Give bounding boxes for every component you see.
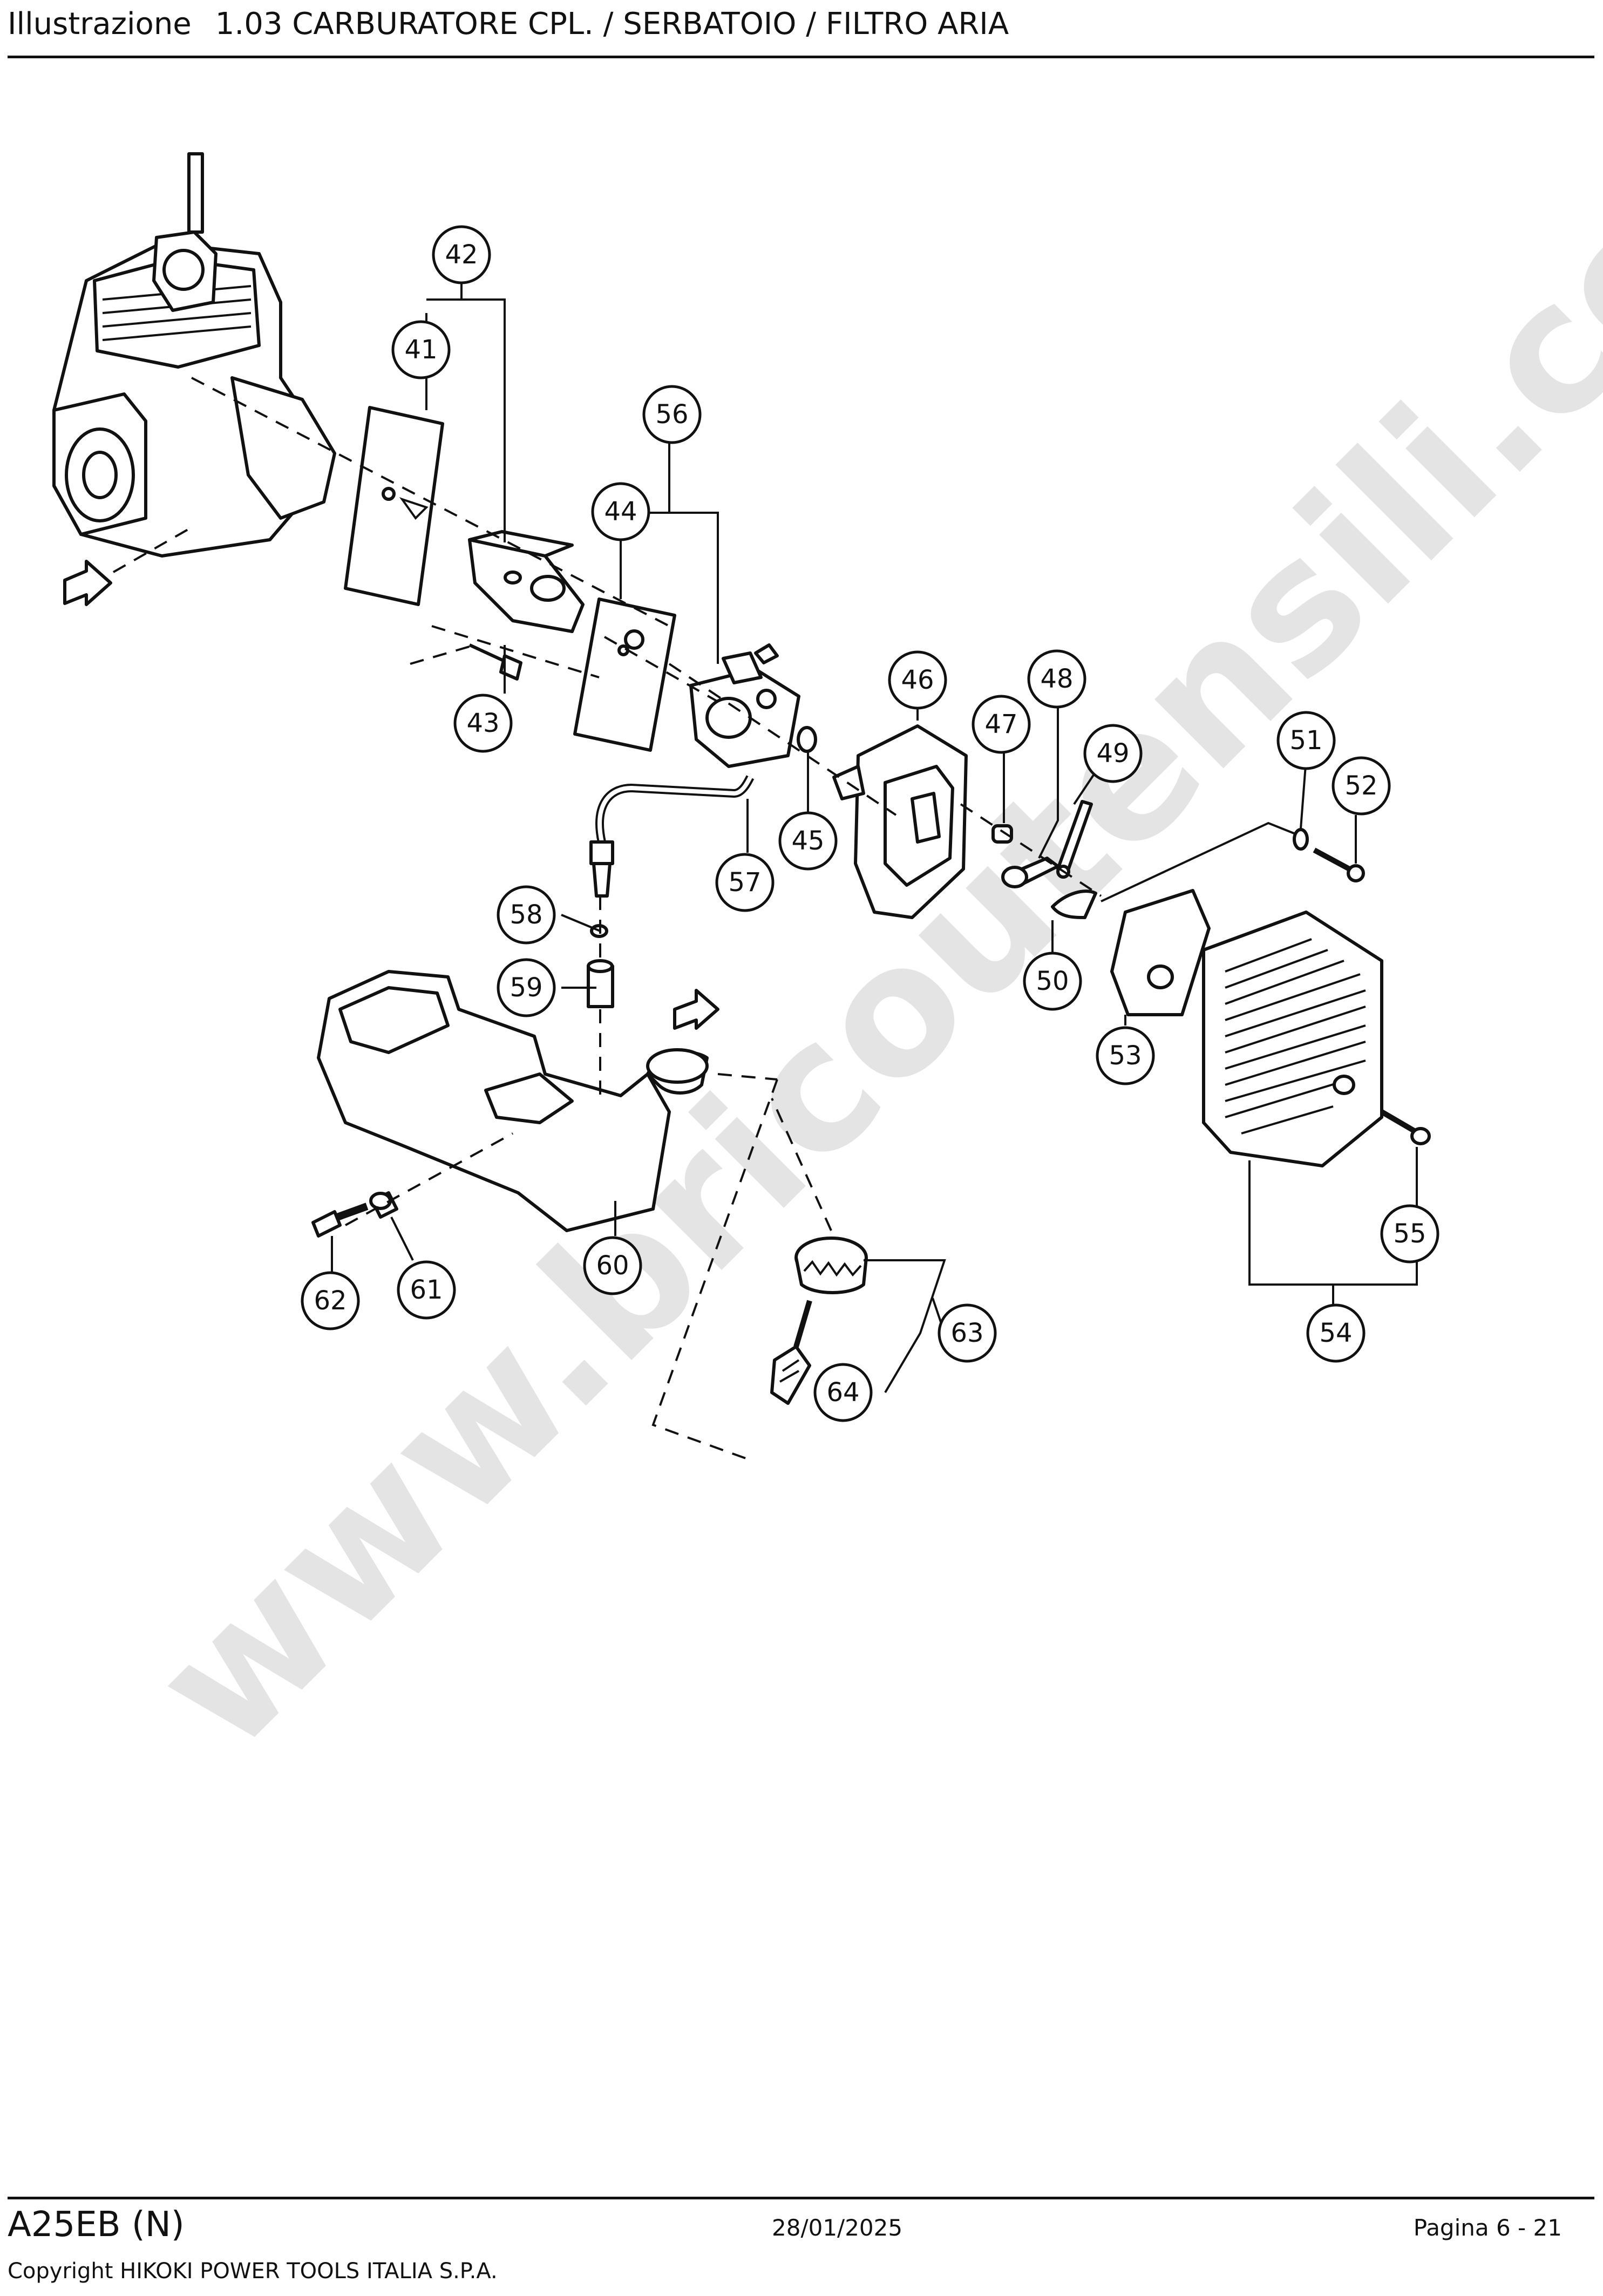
callout-51: 51	[1276, 711, 1336, 770]
callout-55: 55	[1380, 1204, 1439, 1264]
callout-52: 52	[1332, 756, 1391, 816]
svg-text:51: 51	[1289, 725, 1322, 756]
part-63-fuel-tank-cap	[794, 1237, 868, 1294]
svg-text:62: 62	[314, 1286, 347, 1316]
callout-54: 54	[1306, 1303, 1366, 1363]
callout-50: 50	[1023, 952, 1082, 1011]
part-47-plug	[991, 824, 1013, 844]
watermark: www.bricoutensili.com	[116, 28, 1603, 1789]
arrow-icon	[63, 560, 112, 606]
callout-41: 41	[391, 320, 451, 379]
part-56-carburetor	[689, 643, 800, 768]
svg-text:60: 60	[596, 1251, 629, 1281]
svg-text:43: 43	[466, 708, 499, 738]
callout-58: 58	[497, 885, 556, 945]
part-51-washer	[1293, 828, 1309, 851]
page-title: Illustrazione 1.03 CARBURATORE CPL. / SER…	[8, 1, 1009, 47]
svg-text:61: 61	[410, 1275, 443, 1305]
callout-42: 42	[432, 225, 491, 284]
callout-61: 61	[397, 1260, 456, 1320]
model-name: A25EB (N)	[8, 2205, 185, 2245]
svg-text:63: 63	[950, 1318, 983, 1348]
part-55-screw	[1380, 1109, 1431, 1145]
callout-46: 46	[888, 650, 947, 710]
part-41-gasket	[344, 406, 444, 606]
callout-60: 60	[583, 1236, 642, 1295]
svg-text:46: 46	[901, 665, 934, 695]
copyright-notice: Copyright HIKOKI POWER TOOLS ITALIA S.P.…	[8, 2259, 498, 2284]
callout-44: 44	[591, 482, 650, 541]
part-54-air-cleaner-cover	[1202, 911, 1383, 1167]
part-44-gasket	[573, 597, 676, 752]
svg-text:59: 59	[510, 973, 542, 1003]
document-date: 28/01/2025	[772, 2215, 903, 2241]
svg-text:47: 47	[984, 709, 1017, 739]
svg-text:64: 64	[826, 1377, 859, 1408]
svg-text:41: 41	[404, 335, 437, 365]
part-59-fuel-filter	[587, 959, 614, 1008]
svg-text:57: 57	[728, 867, 761, 898]
part-52-bolt	[1313, 847, 1365, 882]
header-divider	[8, 56, 1594, 58]
footer-divider	[8, 2197, 1594, 2199]
part-50-choke-shutter	[1051, 889, 1097, 919]
svg-text:45: 45	[791, 826, 824, 856]
svg-text:49: 49	[1096, 738, 1129, 769]
part-57-fuel-pipe	[589, 775, 755, 898]
page-number: Pagina 6 - 21	[1413, 2215, 1562, 2241]
svg-text:50: 50	[1036, 966, 1069, 996]
callout-63: 63	[938, 1303, 997, 1363]
part-61-grommet	[369, 1191, 398, 1219]
part-45-o-ring	[797, 726, 817, 753]
callout-59: 59	[497, 958, 556, 1017]
svg-text:58: 58	[510, 900, 542, 930]
callout-49: 49	[1083, 724, 1143, 783]
callout-56: 56	[642, 385, 702, 444]
arrow-icon	[673, 989, 719, 1030]
part-53-air-filter-element	[1110, 889, 1211, 1016]
callout-62: 62	[301, 1271, 360, 1330]
svg-text:48: 48	[1040, 664, 1073, 694]
part-46-air-cleaner-case	[832, 724, 968, 919]
callout-45: 45	[778, 811, 838, 871]
svg-text:42: 42	[445, 240, 478, 270]
part-42-insulator	[468, 530, 585, 633]
leader-lines	[113, 273, 1418, 1461]
callout-47: 47	[972, 695, 1031, 754]
svg-text:54: 54	[1319, 1318, 1352, 1348]
callout-48: 48	[1027, 649, 1086, 709]
part-60-fuel-tank	[317, 970, 719, 1232]
illustration-title: 1.03 CARBURATORE CPL. / SERBATOIO / FILT…	[215, 6, 1009, 42]
svg-text:44: 44	[604, 497, 637, 527]
svg-text:53: 53	[1109, 1041, 1142, 1071]
callout-43: 43	[453, 694, 513, 753]
illustration-label: Illustrazione	[8, 6, 192, 42]
svg-text:52: 52	[1344, 771, 1377, 801]
svg-text:56: 56	[655, 399, 688, 430]
part-62-bolt	[311, 1203, 369, 1238]
callout-53: 53	[1096, 1026, 1155, 1085]
engine-block-illustration	[52, 152, 336, 606]
callout-64: 64	[813, 1363, 873, 1422]
callout-57: 57	[715, 853, 775, 912]
part-64-cap-filter	[770, 1300, 812, 1405]
svg-text:55: 55	[1393, 1219, 1426, 1249]
part-43-bolt	[468, 643, 522, 681]
